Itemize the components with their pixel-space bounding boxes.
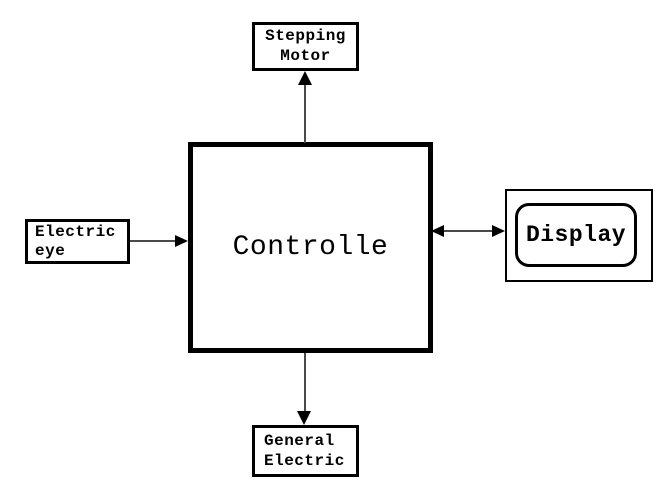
connector-controller-display bbox=[443, 230, 494, 232]
node-electric-eye: Electric eye bbox=[25, 219, 130, 264]
node-controller: Controlle bbox=[188, 142, 433, 353]
node-display-frame: Display bbox=[505, 189, 653, 282]
node-controller-label: Controlle bbox=[232, 232, 389, 263]
arrowhead-left-icon bbox=[431, 225, 444, 237]
node-general-electric-label-line1: General bbox=[264, 432, 335, 450]
arrowhead-right-icon bbox=[175, 235, 188, 247]
node-stepping-motor-label-line2: Motor bbox=[280, 47, 331, 65]
connector-electric-eye-to-controller bbox=[130, 240, 176, 242]
node-general-electric: General Electric bbox=[252, 425, 359, 477]
node-display: Display bbox=[515, 203, 637, 267]
node-electric-eye-label-line1: Electric bbox=[35, 223, 116, 241]
node-stepping-motor: Stepping Motor bbox=[252, 22, 359, 71]
connector-controller-to-stepping-motor bbox=[304, 85, 306, 143]
arrowhead-right-icon bbox=[492, 225, 505, 237]
node-general-electric-label-line2: Electric bbox=[264, 452, 345, 470]
connector-controller-to-general-electric bbox=[304, 353, 306, 413]
node-electric-eye-label-line2: eye bbox=[35, 242, 66, 260]
node-stepping-motor-label-line1: Stepping bbox=[265, 27, 346, 45]
arrowhead-up-icon bbox=[298, 71, 312, 85]
node-display-label: Display bbox=[525, 222, 627, 248]
arrowhead-down-icon bbox=[297, 411, 311, 425]
